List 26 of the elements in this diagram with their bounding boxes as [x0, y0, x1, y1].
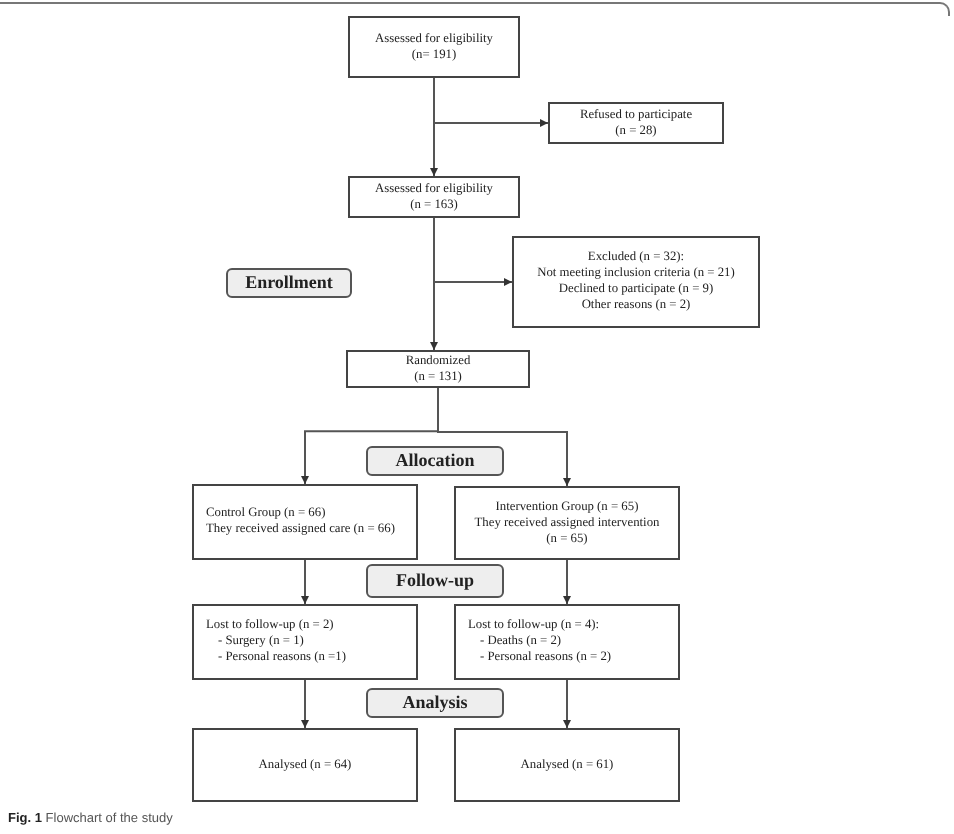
arrow: [301, 559, 309, 605]
box-text: Follow-up: [395, 569, 474, 593]
arrow: [563, 679, 571, 729]
process-box: [192, 484, 418, 560]
process-box: [192, 728, 418, 802]
process-box: [192, 604, 418, 680]
process-box: [512, 236, 760, 328]
arrow: [433, 77, 549, 127]
process-box: [348, 176, 520, 218]
process-box: [454, 728, 680, 802]
stage-label-box: [366, 446, 504, 476]
arrow: [433, 217, 513, 286]
box-text: Enrollment: [245, 271, 333, 295]
arrow: [437, 387, 571, 487]
arrow: [301, 679, 309, 729]
stage-label-box: [366, 688, 504, 718]
stage-label-box: [226, 268, 352, 298]
process-box: [454, 486, 680, 560]
box-text: Analysis: [402, 691, 468, 715]
box-text: Allocation: [395, 449, 475, 473]
stage-label-box: [366, 564, 504, 598]
process-box: [548, 102, 724, 144]
process-box: [346, 350, 530, 388]
arrow: [563, 559, 571, 605]
process-box: [348, 16, 520, 78]
process-box: [454, 604, 680, 680]
